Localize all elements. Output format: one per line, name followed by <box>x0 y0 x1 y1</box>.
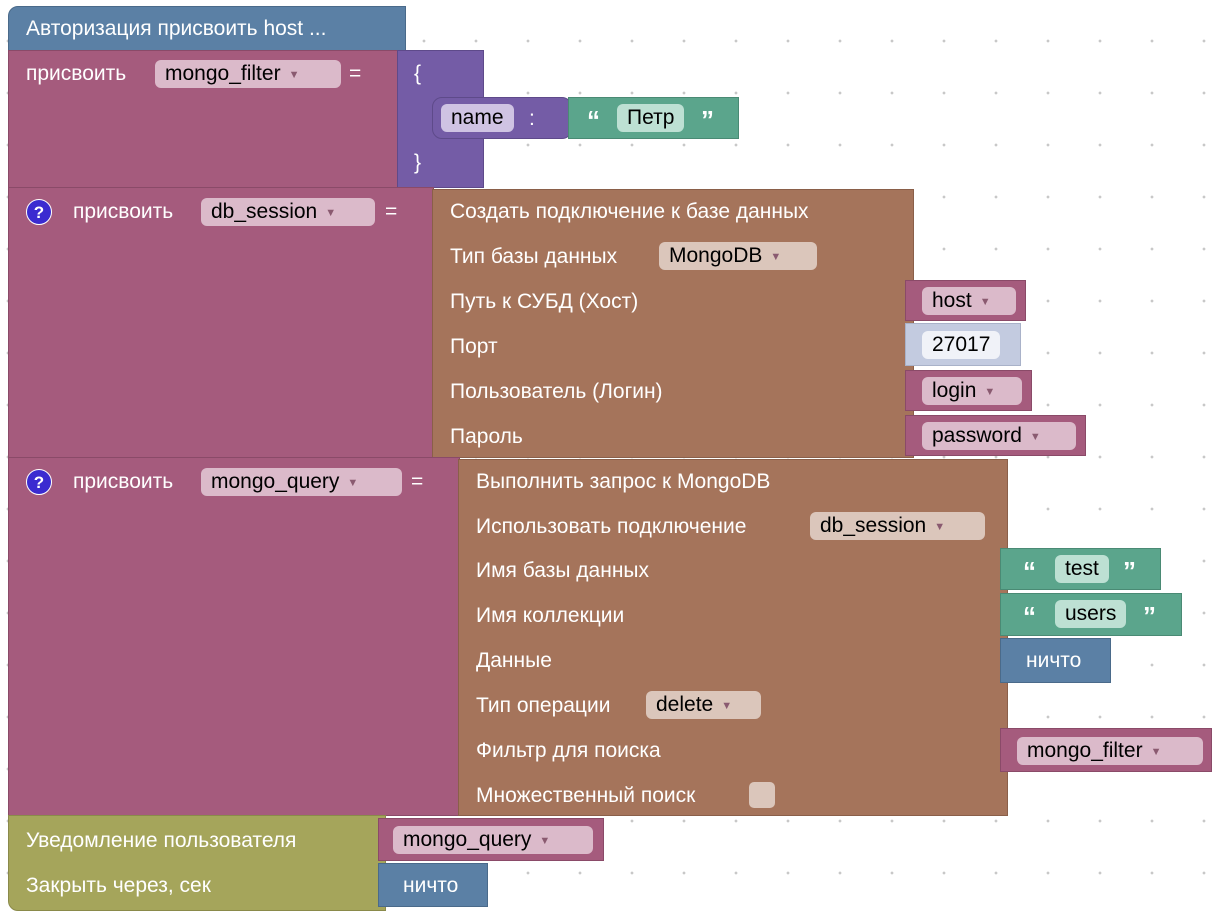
text-block-users[interactable]: “ users ” <box>1000 593 1182 636</box>
text-block-petr[interactable]: “ Петр ” <box>568 97 739 139</box>
assign-mongo-query-block[interactable]: ? присвоить mongo_query▼ = <box>8 457 460 816</box>
create-connection-block[interactable]: Создать подключение к базе данных Тип ба… <box>432 189 914 458</box>
close-quote-icon: ” <box>1143 601 1156 631</box>
notify-variable-dropdown[interactable]: mongo_query▼ <box>393 826 593 854</box>
null-label: ничто <box>1026 649 1082 672</box>
equals-sign: = <box>385 200 398 223</box>
login-variable-block[interactable]: login▼ <box>905 370 1032 411</box>
open-brace: { <box>414 62 422 85</box>
text-block-test[interactable]: “ test ” <box>1000 548 1161 590</box>
filter-label: Фильтр для поиска <box>476 739 661 762</box>
help-icon[interactable]: ? <box>26 199 52 225</box>
assign-label: присвоить <box>73 200 174 223</box>
open-quote-icon: “ <box>1023 556 1036 586</box>
null-block-close[interactable]: ничто <box>378 863 488 907</box>
key-field[interactable]: name <box>441 104 514 132</box>
chevron-down-icon: ▼ <box>539 835 551 847</box>
equals-sign: = <box>411 470 424 493</box>
filter-variable-block[interactable]: mongo_filter▼ <box>1000 728 1212 772</box>
collection-label: Имя коллекции <box>476 604 625 627</box>
close-quote-icon: ” <box>701 105 714 135</box>
variable-dropdown-mongo-filter[interactable]: mongo_filter▼ <box>155 60 341 88</box>
null-label: ничто <box>403 874 459 897</box>
procedure-title: Авторизация присвоить host ... <box>26 17 327 40</box>
variable-dropdown-db-session[interactable]: db_session▼ <box>201 198 375 226</box>
chevron-down-icon: ▼ <box>325 207 337 219</box>
close-after-label: Закрыть через, сек <box>26 874 211 897</box>
chevron-down-icon: ▼ <box>1029 431 1041 443</box>
assign-label: присвоить <box>26 62 127 85</box>
notify-label: Уведомление пользователя <box>26 829 297 852</box>
connection-label: Использовать подключение <box>476 515 747 538</box>
block-title: Выполнить запрос к MongoDB <box>476 470 771 493</box>
user-label: Пользователь (Логин) <box>450 380 663 403</box>
host-dropdown[interactable]: host▼ <box>922 287 1016 315</box>
notify-user-block[interactable]: Уведомление пользователя Закрыть через, … <box>8 815 386 911</box>
procedure-header-block[interactable]: Авторизация присвоить host ... <box>8 6 406 51</box>
close-brace: } <box>414 151 422 174</box>
open-quote-icon: “ <box>1023 601 1036 631</box>
notify-variable-block[interactable]: mongo_query▼ <box>378 818 604 861</box>
close-quote-icon: ” <box>1123 556 1136 586</box>
operation-label: Тип операции <box>476 694 611 717</box>
chevron-down-icon: ▼ <box>347 477 359 489</box>
login-dropdown[interactable]: login▼ <box>922 377 1022 405</box>
data-label: Данные <box>476 649 552 672</box>
help-icon[interactable]: ? <box>26 469 52 495</box>
password-variable-block[interactable]: password▼ <box>905 415 1086 456</box>
port-number-block[interactable]: 27017 <box>905 323 1021 366</box>
chevron-down-icon: ▼ <box>288 69 300 81</box>
chevron-down-icon: ▼ <box>721 700 733 712</box>
collection-field[interactable]: users <box>1055 600 1127 628</box>
password-label: Пароль <box>450 425 523 448</box>
chevron-down-icon: ▼ <box>1150 746 1162 758</box>
connection-dropdown[interactable]: db_session▼ <box>810 512 985 540</box>
mongo-query-block[interactable]: Выполнить запрос к MongoDB Использовать … <box>458 459 1008 816</box>
chevron-down-icon: ▼ <box>979 296 991 308</box>
assign-label: присвоить <box>73 470 174 493</box>
db-type-label: Тип базы данных <box>450 245 618 268</box>
multi-search-checkbox[interactable] <box>749 782 775 808</box>
equals-sign: = <box>349 62 362 85</box>
host-variable-block[interactable]: host▼ <box>905 280 1026 321</box>
key-value-block[interactable]: name : <box>432 97 572 139</box>
filter-dropdown[interactable]: mongo_filter▼ <box>1017 737 1203 765</box>
open-quote-icon: “ <box>587 105 600 135</box>
null-block-data[interactable]: ничто <box>1000 638 1111 683</box>
colon: : <box>529 107 535 130</box>
chevron-down-icon: ▼ <box>770 251 782 263</box>
block-title: Создать подключение к базе данных <box>450 200 809 223</box>
multi-search-label: Множественный поиск <box>476 784 696 807</box>
db-type-dropdown[interactable]: MongoDB▼ <box>659 242 817 270</box>
text-field[interactable]: Петр <box>617 104 685 132</box>
host-label: Путь к СУБД (Хост) <box>450 290 639 313</box>
password-dropdown[interactable]: password▼ <box>922 422 1076 450</box>
chevron-down-icon: ▼ <box>934 521 946 533</box>
assign-mongo-filter-block[interactable]: присвоить mongo_filter▼ = <box>8 50 400 188</box>
db-name-field[interactable]: test <box>1055 555 1109 583</box>
variable-dropdown-mongo-query[interactable]: mongo_query▼ <box>201 468 402 496</box>
chevron-down-icon: ▼ <box>984 386 996 398</box>
port-label: Порт <box>450 335 498 358</box>
port-field[interactable]: 27017 <box>922 331 1001 359</box>
operation-dropdown[interactable]: delete▼ <box>646 691 761 719</box>
db-name-label: Имя базы данных <box>476 559 650 582</box>
assign-db-session-block[interactable]: ? присвоить db_session▼ = <box>8 187 434 458</box>
